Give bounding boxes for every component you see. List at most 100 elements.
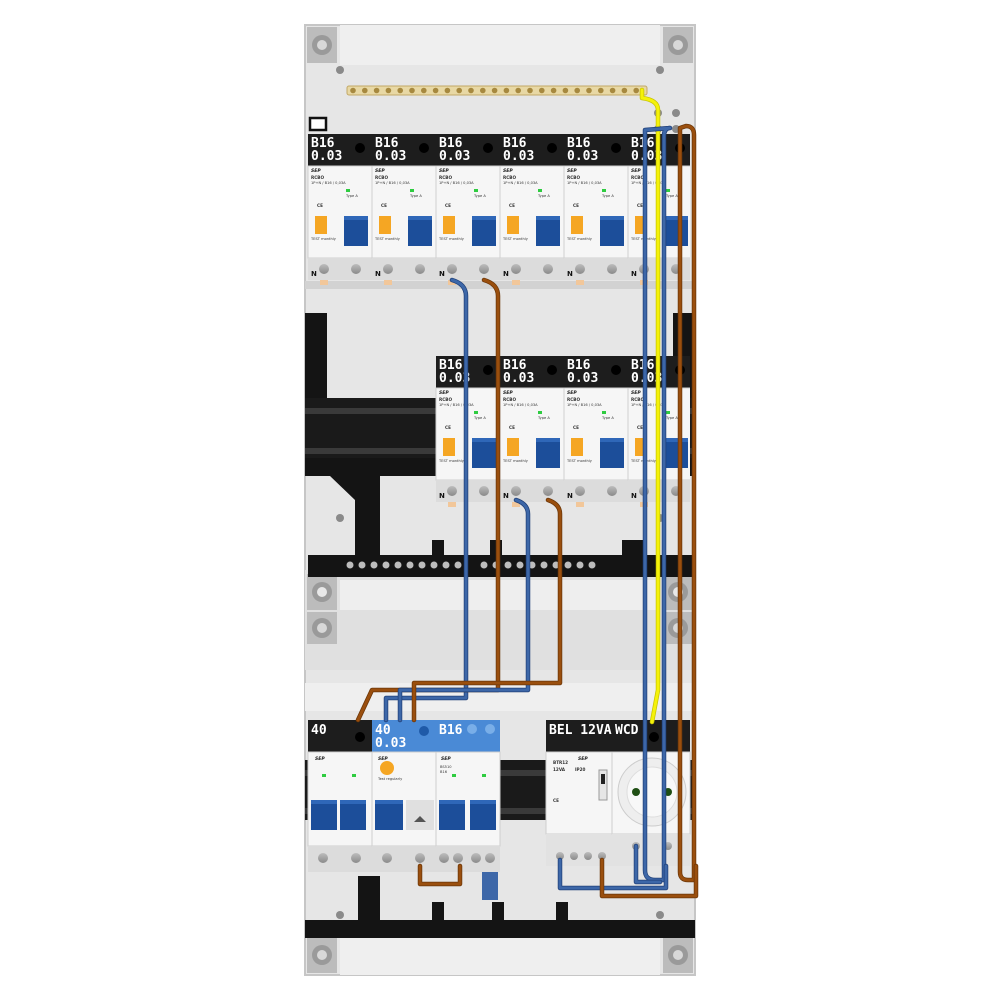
bell-ip: IP20 [575,767,586,772]
bell-model: BTR12 [553,760,568,765]
bell-voltage: 12VA [553,767,566,772]
mounting-hole-mid-left-b [307,612,337,644]
rcbo-toggle-top [472,216,496,220]
rcbo-toggle-top [600,216,624,220]
rcbo-rating: B16 [567,136,591,151]
rcbo-indicator [602,411,606,414]
rcbo-toggle[interactable] [472,438,496,468]
rcd-sensitivity: 0.03 [375,736,406,751]
rcbo-n-mark: N [567,270,573,278]
rcbo-ce: CE [509,425,515,430]
mcb-b16[interactable]: B16 SEP BS510 B16 [435,720,501,900]
rcbo-test-button[interactable] [379,216,391,234]
rcbo-brand: SEP [567,168,577,174]
rcbo-terminals [564,258,628,280]
rcbo-sensitivity: 0.03 [439,371,470,386]
rcbo-test-button[interactable] [571,438,583,456]
rcbo-toggle[interactable] [664,438,688,468]
rcbo-toggle[interactable] [600,216,624,246]
rcbo-indicator [666,411,670,414]
rcbo-terminals [500,480,564,502]
rcbo-terminal-screw [511,264,521,274]
busbar-stud [586,87,592,94]
busbar-stud [491,87,498,94]
rcbo-spec: 1P+N / B16 / 0,03A [439,181,474,185]
rcbo-test-button[interactable] [315,216,327,234]
mcb-sub: B16 [440,770,448,774]
rcbo-screw [611,143,621,153]
rcbo-model: RCBO [311,175,324,180]
rcbo-wire-stub [512,280,520,285]
rcbo-test-button[interactable] [507,438,519,456]
rcbo-terminal-screw [351,264,361,274]
rcbo-toggle[interactable] [408,216,432,246]
rcbo-sensitivity: 0.03 [439,149,470,164]
rcbo-test-note: TEST monthly [310,237,337,241]
mounting-hole-bottom-left [307,937,337,973]
rcbo-brand: SEP [439,168,449,174]
rcbo-toggle[interactable] [664,216,688,246]
bell-transformer[interactable]: BEL 12VA SEP BTR12 12VA IP20 CE [545,720,613,866]
rcd-test-note: Test regularly [377,777,403,781]
rcbo-test-button[interactable] [443,216,455,234]
busbar-stud [421,87,427,94]
rcbo-brand: SEP [631,390,641,396]
comb-stud [480,561,488,569]
rcbo-terminal-screw [543,486,553,496]
rcbo-brand: SEP [631,168,641,174]
rcbo-model: RCBO [439,397,452,402]
rcbo-test-button[interactable] [571,216,583,234]
rcbo-toggle-top [664,216,688,220]
main-switch[interactable]: 40 SEP [307,720,373,872]
bell-ce: CE [553,798,559,803]
rcbo-toggle-top [600,438,624,442]
rcbo-terminal-screw [543,264,553,274]
rcbo-indicator [410,189,414,192]
busbar-stud [468,87,474,94]
busbar-stud [562,87,569,94]
rcbo-spec: 1P+N / B16 / 0,03A [439,403,474,407]
rcbo-model: RCBO [503,175,516,180]
rcbo-sensitivity: 0.03 [375,149,406,164]
busbar-stud [621,87,628,94]
rcd-test-button[interactable] [380,761,394,775]
rcbo-toggle[interactable] [600,438,624,468]
rcd-40[interactable]: 40 0.03 SEP Test regularly [371,720,437,872]
busbar-stud [409,87,415,94]
top-left-marker [308,116,328,132]
rcbo-rating: B16 [375,136,399,151]
rcbo-n-mark: N [439,270,445,278]
comb-stud [382,561,390,569]
rcbo-wire-stub [576,502,584,507]
comb-stud [346,561,354,569]
earth-busbar [346,85,648,96]
rcbo-model: RCBO [567,175,580,180]
comb-stud [454,561,462,569]
rcbo-test-button[interactable] [443,438,455,456]
bell-label: BEL 12VA [549,723,612,738]
rcbo-brand: SEP [503,390,513,396]
rcbo-toggle[interactable] [344,216,368,246]
rcbo-rating: B16 [503,358,527,373]
wiring [355,87,699,899]
busbar-stud [362,87,368,94]
rcbo-model: RCBO [631,397,644,402]
rcbo-test-button[interactable] [507,216,519,234]
rcbo-toggle[interactable] [536,216,560,246]
rcbo-type: Type A [345,194,358,198]
rcbo-type: Type A [601,416,614,420]
rcbo-test-note: TEST monthly [438,237,465,241]
comb-studs [346,561,596,569]
rcbo-terminal-screw [511,486,521,496]
rcbo-test-note: TEST monthly [566,459,593,463]
rcbo-toggle[interactable] [536,438,560,468]
rcbo-toggle[interactable] [472,216,496,246]
rcbo-screw [547,365,557,375]
